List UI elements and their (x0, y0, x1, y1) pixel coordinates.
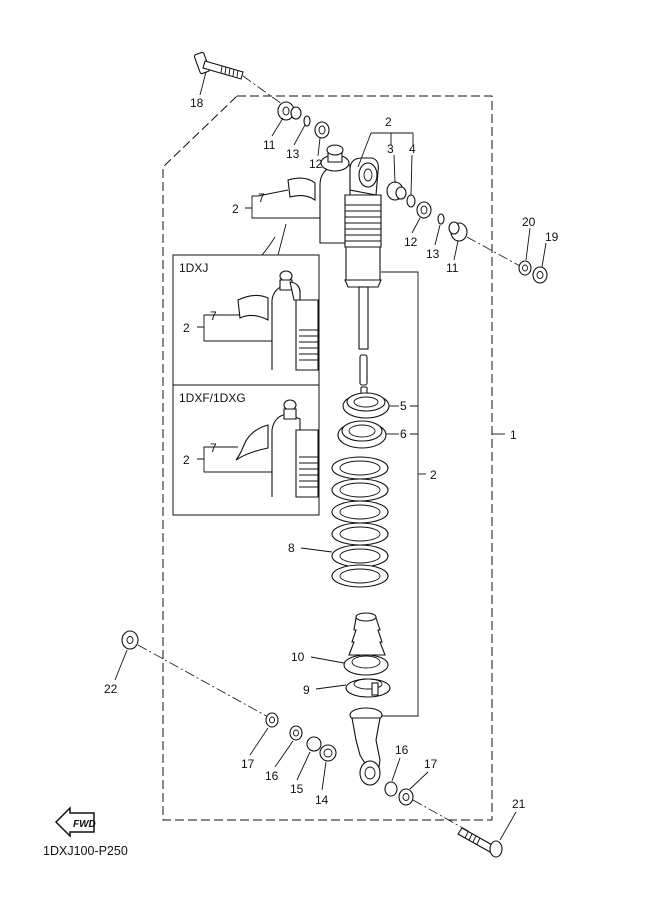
washer-20 (518, 260, 532, 276)
callout-12-right: 12 (404, 235, 418, 249)
callout-13: 13 (286, 147, 300, 161)
fwd-arrow-icon: FWD (54, 806, 96, 838)
callout-17-right: 17 (424, 757, 438, 771)
collar-11-right (448, 221, 468, 242)
lower-eye (349, 707, 383, 786)
callout-4: 4 (409, 142, 416, 156)
washer-17-right (398, 788, 414, 806)
callout-2-main: 2 (232, 202, 239, 216)
callout-2-inset1: 2 (183, 321, 190, 335)
stopper-9 (345, 678, 391, 698)
inset-title-1dxj: 1DXJ (179, 261, 208, 275)
callout-17-left: 17 (241, 757, 255, 771)
cover-7-main (287, 177, 316, 202)
axis-line-bottom-right (412, 799, 471, 833)
callout-1: 1 (510, 428, 517, 442)
callout-22: 22 (104, 682, 118, 696)
callout-20: 20 (522, 215, 536, 229)
washer-17-left (265, 712, 279, 728)
callout-11-right: 11 (446, 261, 459, 275)
bolt-18 (193, 51, 244, 80)
inset-1-drawing (237, 270, 319, 371)
callout-2-top: 2 (385, 115, 392, 129)
callout-15: 15 (290, 782, 304, 796)
callout-7-main: 7 (258, 191, 265, 205)
bushing-12-right (416, 201, 432, 219)
axis-line-18 (242, 75, 283, 105)
callout-6: 6 (400, 427, 407, 441)
bolt-21 (457, 827, 503, 858)
axis-line-top (466, 236, 521, 267)
leader-lines (114, 71, 547, 841)
spring-seat-10 (343, 654, 389, 676)
callout-12: 12 (309, 157, 323, 171)
callout-3: 3 (387, 142, 394, 156)
callout-5: 5 (400, 399, 407, 413)
oring-13-right (437, 213, 445, 225)
callout-9: 9 (303, 683, 310, 697)
callout-2-inset2: 2 (183, 453, 190, 467)
callout-10: 10 (291, 650, 305, 664)
piston-rod (358, 286, 369, 398)
fwd-label: FWD (73, 819, 96, 830)
bushing-12-top (314, 121, 330, 139)
callout-16-right: 16 (395, 743, 409, 757)
locknut-5 (342, 392, 390, 419)
callout-7-inset1: 7 (210, 309, 217, 323)
callout-7-inset2: 7 (210, 441, 217, 455)
nut-19 (532, 266, 548, 284)
callout-11: 11 (263, 138, 276, 152)
inset-pointer (261, 236, 276, 256)
nut-22 (121, 630, 139, 650)
drawing-code: 1DXJ100-P250 (43, 844, 128, 858)
bump-stop (348, 612, 386, 656)
collar-3 (386, 181, 407, 201)
callout-18: 18 (190, 96, 204, 110)
collar-15 (306, 736, 322, 752)
callout-8: 8 (288, 541, 295, 555)
callout-21: 21 (512, 797, 526, 811)
callout-14: 14 (315, 793, 329, 807)
callout-19: 19 (545, 230, 559, 244)
callout-16-left: 16 (265, 769, 279, 783)
assembly-boundary (162, 95, 493, 821)
collar-11-top (277, 101, 302, 121)
bearing-14 (319, 744, 337, 762)
inset-title-1dxf-1dxg: 1DXF/1DXG (179, 391, 246, 405)
callout-2-mid: 2 (430, 468, 437, 482)
oring-13-top (303, 115, 311, 127)
axis-line-bottom-left (137, 644, 271, 719)
bushing-16-left (289, 725, 303, 741)
inset-2-drawing (235, 399, 319, 498)
callout-13-right: 13 (426, 247, 440, 261)
shock-body (344, 157, 382, 288)
spring-8 (331, 456, 389, 588)
seal-4 (406, 194, 416, 208)
bushing-16-right (384, 781, 398, 797)
adjuster-nut-6 (337, 420, 387, 449)
callout-labels: 18 11 13 12 2 3 4 7 2 12 13 11 20 19 7 2… (104, 96, 559, 811)
